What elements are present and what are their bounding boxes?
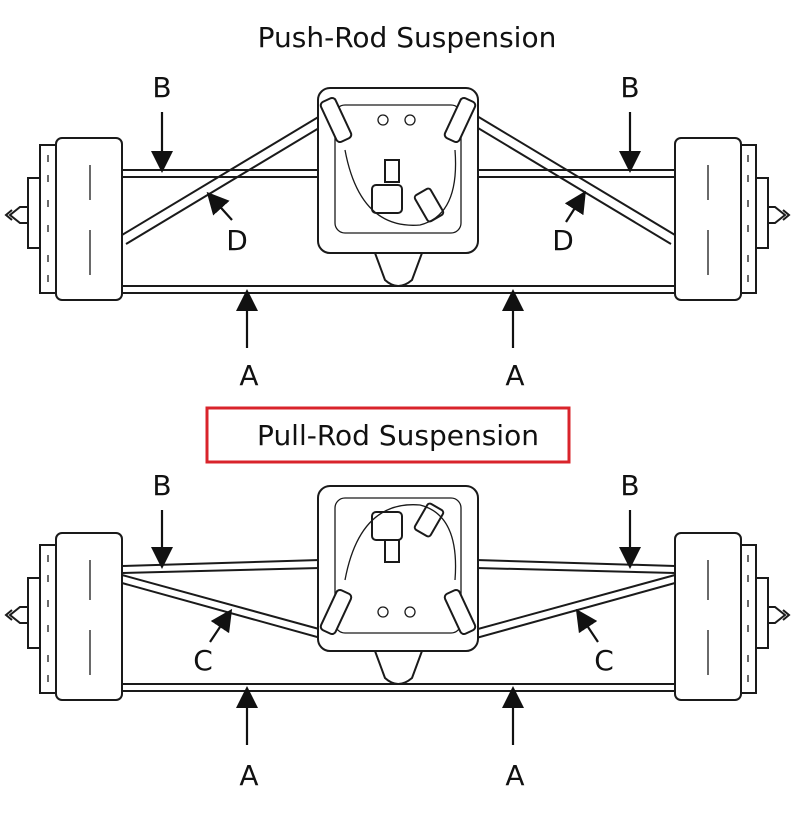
label-b-left: B	[152, 71, 171, 104]
left-wheel	[4, 532, 123, 701]
label-a-right: A	[505, 359, 524, 392]
chassis-center	[317, 485, 479, 685]
right-wheel	[674, 137, 791, 301]
push-rod-d	[121, 109, 676, 245]
pull-rod-title: Pull-Rod Suspension	[257, 419, 539, 452]
label-d-left: D	[226, 224, 248, 257]
lower-wishbone-a	[122, 683, 675, 692]
chassis-center	[317, 87, 479, 287]
push-rod-title: Push-Rod Suspension	[258, 21, 557, 54]
right-wheel	[674, 532, 791, 701]
label-a-right: A	[505, 759, 524, 792]
label-b-right: B	[620, 469, 639, 502]
title-highlight-box	[205, 406, 571, 464]
label-a-left: A	[239, 359, 258, 392]
label-c-left: C	[193, 644, 213, 677]
label-a-left: A	[239, 759, 258, 792]
lower-wishbone-a	[122, 285, 675, 294]
label-b-left: B	[152, 469, 171, 502]
label-b-right: B	[620, 71, 639, 104]
push-rod-labels: B B D D A A	[151, 71, 641, 392]
pull-rod-diagram: Pull-Rod Suspension	[4, 406, 791, 792]
pull-rod-labels: B B C C A A	[151, 469, 641, 792]
label-c-right: C	[594, 644, 614, 677]
left-wheel	[4, 137, 123, 301]
push-rod-diagram: Push-Rod Suspension	[4, 21, 791, 392]
label-d-right: D	[552, 224, 574, 257]
